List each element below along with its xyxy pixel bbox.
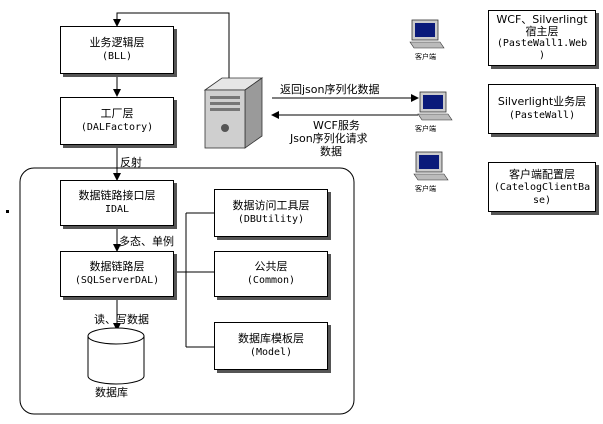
factory-box: 工厂层 (DALFactory) (60, 97, 174, 145)
idal-title: 数据链路接口层 (78, 189, 156, 202)
client-config-line1: 客户端配置层 (509, 167, 575, 181)
dbutility-box: 数据访问工具层 (DBUtility) (214, 189, 328, 237)
reflect-label: 反射 (120, 156, 142, 169)
idal-sub: IDAL (104, 204, 130, 215)
client-computer-icon-2 (417, 91, 453, 121)
bll-box: 业务逻辑层 (BLL) (60, 26, 174, 74)
model-sub: (Model) (249, 347, 293, 358)
host-line2: 宿主层 (525, 25, 559, 38)
client-label-3: 客户端 (415, 185, 436, 193)
host-layer-box: WCF、Silverlingt 宿主层 (PasteWall1.Web ) (488, 10, 596, 66)
model-title: 数据库模板层 (238, 332, 304, 345)
sqlserver-box: 数据链路层 (SQLServerDAL) (60, 251, 174, 297)
bll-sub: (BLL) (101, 51, 133, 62)
return-json-label: 返回json序列化数据 (280, 83, 380, 96)
wcf-label-line1: WCF服务 (313, 119, 360, 132)
idal-box: 数据链路接口层 IDAL (60, 180, 174, 226)
silverlight-layer-box: Silverlight业务层 (PasteWall) (488, 84, 596, 134)
server-to-bll-connector (113, 12, 230, 85)
client-config-line3: se) (532, 194, 552, 206)
client-computer-icon-3 (413, 151, 449, 181)
readwrite-label: 读、写数据 (94, 313, 149, 326)
common-box: 公共层 (Common) (214, 251, 328, 297)
sqlserver-title: 数据链路层 (89, 260, 145, 273)
dbutility-sub: (DBUtility) (237, 214, 305, 225)
polymorph-label: 多态、单例 (119, 235, 174, 248)
wcf-label-line2: Json序列化请求 (290, 132, 368, 145)
dbutility-title: 数据访问工具层 (232, 199, 310, 212)
dal-container (19, 167, 355, 415)
host-line1: WCF、Silverlingt (496, 13, 588, 26)
client-computer-icon-1 (409, 19, 445, 49)
sqlserver-sub: (SQLServerDAL) (74, 275, 160, 286)
bullet-mark (6, 210, 9, 213)
wcf-label-line3: 数据 (320, 145, 342, 158)
client-label-1: 客户端 (415, 53, 436, 61)
server-icon (203, 77, 264, 149)
database-label: 数据库 (95, 386, 128, 399)
common-sub: (Common) (246, 275, 296, 286)
database-cylinder (87, 327, 145, 385)
silverlight-line2: (PasteWall) (508, 110, 576, 121)
common-title: 公共层 (254, 260, 288, 273)
client-config-layer-box: 客户端配置层 (CatelogClientBa se) (488, 162, 596, 212)
factory-title: 工厂层 (100, 107, 134, 120)
factory-sub: (DALFactory) (80, 122, 154, 133)
client-config-line2: (CatelogClientBa (493, 181, 591, 193)
host-line3: (PasteWall1.Web (496, 38, 588, 49)
client-label-2: 客户端 (415, 125, 436, 133)
bll-title: 业务逻辑层 (89, 36, 145, 49)
model-box: 数据库模板层 (Model) (214, 322, 328, 370)
host-line4: ) (538, 50, 546, 61)
silverlight-line1: Silverlight业务层 (497, 95, 587, 108)
